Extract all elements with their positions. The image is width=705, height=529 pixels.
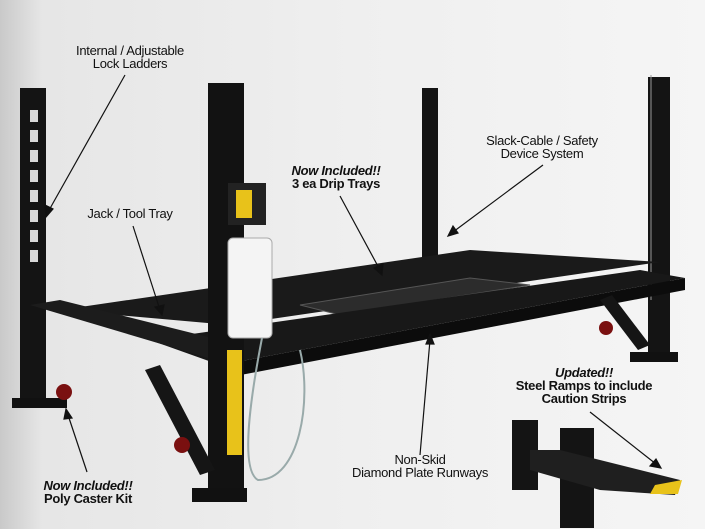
callout-text: Internal / Adjustable: [76, 43, 184, 58]
callout-text: Steel Ramps to include: [515, 378, 653, 393]
callout-text: Slack-Cable / Safety: [486, 133, 598, 148]
callout-text: Non-Skid: [394, 452, 446, 467]
callout-text: Caution Strips: [541, 391, 627, 406]
left-cross-beam: [30, 300, 240, 360]
callout-text: Lock Ladders: [92, 56, 168, 71]
callout-slack-cable: Slack-Cable / Safety Device System: [486, 134, 598, 160]
rear-ramp: [145, 365, 215, 475]
callout-arrows: [44, 74, 663, 473]
callout-jack-tray: Jack / Tool Tray: [87, 206, 173, 221]
rear-left-post: [12, 88, 67, 408]
callout-drip-trays: Now Included!! 3 ea Drip Trays: [292, 164, 381, 190]
ramp-inset: [512, 420, 682, 528]
callout-runways: Non-Skid Diamond Plate Runways: [352, 453, 488, 479]
front-left-post: [192, 83, 247, 502]
callout-text: Diamond Plate Runways: [351, 465, 489, 480]
callout-text: Now Included!!: [291, 163, 381, 178]
callout-text: Jack / Tool Tray: [87, 206, 173, 221]
front-right-post: [630, 75, 678, 362]
callout-text: Poly Caster Kit: [44, 491, 132, 506]
callout-lock-ladders: Internal / Adjustable Lock Ladders: [76, 44, 184, 70]
callout-text: 3 ea Drip Trays: [292, 176, 380, 191]
callout-text: Now Included!!: [43, 478, 133, 493]
callout-steel-ramps: Updated!! Steel Ramps to include Caution…: [515, 365, 653, 406]
callout-caster-kit: Now Included!! Poly Caster Kit: [44, 479, 133, 505]
power-unit: [227, 183, 306, 482]
rear-right-post: [422, 88, 438, 258]
callout-text: Updated!!: [555, 365, 613, 380]
callout-text: Device System: [500, 146, 584, 161]
front-runway: [150, 270, 685, 365]
drip-trays: [299, 277, 531, 316]
